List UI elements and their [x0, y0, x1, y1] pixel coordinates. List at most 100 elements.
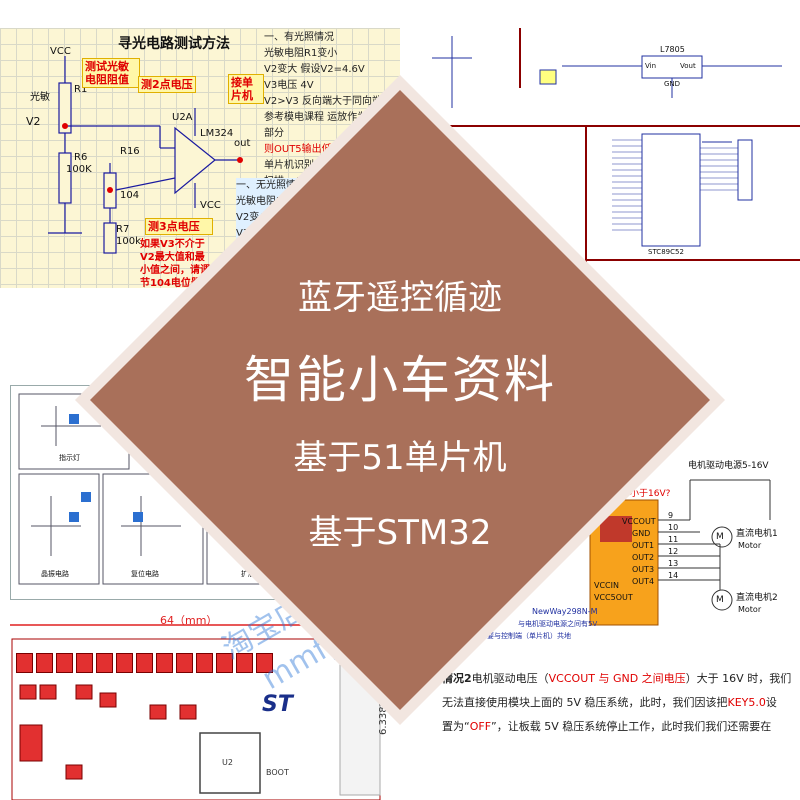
pin-label: PC13 [36, 673, 57, 682]
pin-label: PA9 [216, 673, 231, 682]
pin-num-10: 10 [668, 523, 679, 532]
vcc-label: VCC [50, 46, 71, 57]
text-line-2: 无法直接使用模块上面的 5V 稳压系统，此时，我们因该把KEY5.0设 [442, 692, 800, 714]
key-label: KEY5.0 [727, 696, 766, 709]
title-line-1: 蓝牙遥控循迹 [298, 278, 502, 318]
off-label: OFF [469, 720, 492, 733]
annotation-point2: 测2点电压 [138, 76, 196, 93]
text-span: 置为“ [442, 720, 470, 733]
mcu-schematic [402, 28, 800, 290]
r1-label: R1 [74, 84, 88, 95]
title-line-2: 智能小车资料 [244, 351, 556, 409]
module-note: 与电机驱动电源之间有5V [518, 620, 598, 628]
r16-label: R16 [120, 146, 140, 157]
title-line-4: 基于STM32 [308, 513, 492, 553]
note-line: V3电压 4V [264, 80, 314, 91]
annotation-point3: 测3点电压 [145, 218, 213, 235]
part-u2: U2 [222, 758, 233, 767]
ground-note: 需要与控制端（单片机）共地 [480, 632, 571, 640]
pin-label: PA8 [236, 673, 251, 682]
part-c6: C6 [42, 702, 53, 711]
v2-label: V2 [26, 115, 41, 128]
r6-value: 100K [66, 164, 92, 175]
pin-num-13: 13 [668, 559, 679, 568]
pin-out2: OUT2 [632, 553, 655, 562]
pin-label: PC15 [56, 673, 77, 682]
pin-label: PB8 [76, 673, 92, 682]
annotation-adjust: 如果V3不介于V2最大值和最小值之间，请调节104电位器 [140, 239, 210, 288]
part-pc13: PC13 [100, 682, 121, 691]
module-label: NewWay298N-M [532, 607, 598, 616]
note-line: V2变小 [236, 212, 270, 223]
lm324-label: LM324 [200, 128, 234, 139]
pin-vccout: VCCOUT [622, 517, 656, 526]
text-span: 设 [765, 696, 777, 709]
pin-out4: OUT4 [632, 577, 655, 586]
note-line: 部分 [264, 128, 284, 139]
pin-label: PA11 [196, 673, 216, 682]
guangmin-label: 光敏 [30, 92, 50, 103]
pin-label: VBAT [16, 673, 37, 682]
note-line: 光敏电阻R1 [236, 196, 290, 207]
pin-out3: OUT3 [632, 565, 655, 574]
pin-num-14: 14 [668, 571, 679, 580]
vin-label: Vin [645, 62, 657, 70]
motor-question-label: 小于16V? [630, 489, 671, 499]
motor-supply-label: 电机驱动电源5-16V [688, 461, 769, 471]
note-line: 参考模电课程 运放作为比较器 [264, 112, 398, 123]
st-logo: ST [262, 692, 293, 717]
light-circuit-schematic [48, 56, 243, 254]
annotation-mcu: 接单片机 [228, 74, 264, 104]
text-line-1: 情况2电机驱动电压（VCCOUT 与 GND 之间电压）大于 16V 时，我们 [442, 668, 800, 690]
note-line: V2变大 假设V2=4.6V [264, 64, 365, 75]
motor2-label: 直流电机2 [736, 593, 778, 603]
r7-value: 100k [116, 236, 141, 247]
pin-label: PB6 [116, 673, 132, 682]
note-line: V2>V3 反向端大于同向端 [264, 96, 382, 107]
note-line: 单片机识别，单 [264, 160, 334, 171]
part-u1: U1 [68, 720, 81, 730]
text-span: ”，让板载 5V 稳压系统停止工作，此时我们我们还需要在 [491, 720, 772, 733]
regulator-label: L7805 [660, 45, 685, 54]
chip-label: STC89C52 [648, 248, 684, 256]
part-c1: C1 [24, 766, 35, 775]
light-circuit-heading: 寻光电路测试方法 [118, 36, 230, 52]
text-span: 无法直接使用模块上面的 5V 稳压系统，此时，我们因该把 [442, 696, 728, 709]
gnd-label: GND [664, 80, 681, 88]
pin-label: PA15 [156, 673, 176, 682]
vout-label: Vout [680, 62, 696, 70]
text-span: ）大于 16V 时，我们 [685, 672, 792, 685]
note-line: 一、无光照情况 [236, 180, 306, 191]
part-c8: C8 [102, 710, 113, 719]
pin-label: PB4 [136, 673, 152, 682]
title-line-3: 基于51单片机 [293, 438, 507, 478]
pin-vccin: VCCIN [594, 581, 619, 590]
motor1-label: 直流电机1 [736, 529, 778, 539]
pin-num-9: 9 [668, 511, 674, 520]
text-span-highlight: VCCOUT 与 GND 之间电压 [548, 672, 686, 685]
pin-label: PB7 [96, 673, 112, 682]
note-line: 则OUT5输出低电平 [264, 144, 352, 155]
pin-vcc5out: VCC5OUT [594, 593, 633, 602]
pin-out1: OUT1 [632, 541, 655, 550]
part-c5: C5 [22, 702, 33, 711]
r6-label: R6 [74, 152, 88, 163]
vcc2-label: VCC [200, 200, 221, 211]
pin-label: PA12 [176, 673, 196, 682]
explanation-text-panel: 情况2电机驱动电压（VCCOUT 与 GND 之间电压）大于 16V 时，我们 … [430, 660, 800, 800]
annotation-test-resistor: 测试光敏电阻阻值 [82, 58, 140, 88]
motor2-symbol: M [716, 595, 724, 605]
pin-gnd: GND [632, 529, 651, 538]
pot-value: 104 [120, 190, 140, 201]
pcb-board [10, 624, 381, 800]
r7-label: R7 [116, 224, 130, 235]
cpu-label-crystal: 晶振电路 [41, 570, 69, 578]
motor2-en: Motor [738, 605, 762, 614]
cpu-label-led: 指示灯 [59, 454, 80, 462]
pin-num-12: 12 [668, 547, 679, 556]
text-line-3: 置为“OFF”，让板载 5V 稳压系统停止工作，此时我们我们还需要在 [442, 716, 800, 738]
part-y1: Y1 [180, 722, 190, 731]
pin-label: PB15 [256, 673, 277, 682]
part-boot: BOOT [266, 768, 289, 777]
